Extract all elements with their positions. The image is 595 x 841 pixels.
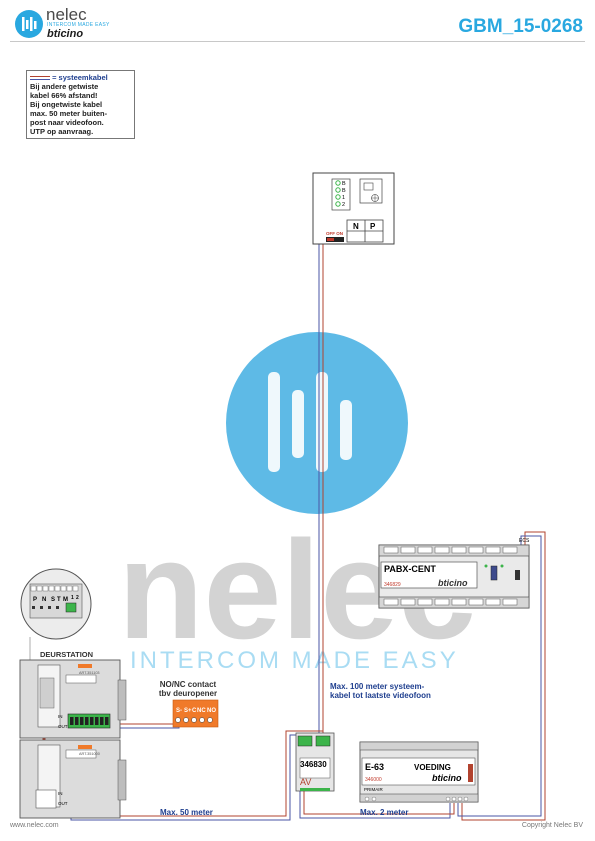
note-line: Bij andere getwiste <box>30 82 99 91</box>
psu-title: E-63 <box>365 762 384 772</box>
max100-line1: Max. 100 meter systeem- <box>330 682 425 691</box>
zoom-terminal-label: M <box>63 597 68 603</box>
header-divider <box>10 41 585 42</box>
contact-label-line2: tbv deuropener <box>158 689 218 698</box>
interface-unit: 346830 AV <box>295 732 335 792</box>
doorstation-title: DEURSTATION <box>40 650 93 659</box>
pabx-title: PABX-CENT <box>384 564 436 574</box>
psu-code: 346000 <box>365 777 382 783</box>
doorstation-unit: ART.351103 ART.351000 IN OUT IN OUT <box>19 659 127 819</box>
pabx-brand: bticino <box>438 578 468 588</box>
vp-terminal-label: 1 <box>342 195 345 201</box>
cable-label-max2: Max. 2 meter <box>360 808 409 817</box>
vp-terminal-label: B <box>342 188 346 194</box>
contact-terminal-label: NC <box>197 708 206 714</box>
note-line: Bij ongetwiste kabel <box>30 100 103 109</box>
footer-website: www.nelec.com <box>10 822 59 829</box>
zoom-terminal-label: P <box>33 597 37 603</box>
zoom-terminal-label: N <box>42 597 46 603</box>
doorstation-in-label: IN <box>58 791 63 796</box>
note-line: kabel 66% afstand! <box>30 91 98 100</box>
footer-copyright: Copyright Nelec BV <box>521 822 583 829</box>
cable-label-max50: Max. 50 meter <box>160 808 213 817</box>
zoom-terminal-label: T <box>57 597 61 603</box>
contact-terminal-label: NO <box>207 708 216 714</box>
interface-code: 346830 <box>300 760 327 769</box>
pabx-top-label: ECS <box>519 538 530 544</box>
psu-brand: bticino <box>432 773 462 783</box>
note-line: UTP op aanvraag. <box>30 127 94 136</box>
videophone-unit: B B 1 2 N P OFF ON <box>312 172 395 245</box>
vp-switch-icon <box>326 237 344 242</box>
zoom-terminal-label: 1 <box>71 595 74 601</box>
power-supply-unit: E-63 VOEDING 346000 bticino PRIMAIR <box>359 741 479 803</box>
interface-sub: AV <box>300 777 311 787</box>
contact-terminal-label: S- <box>176 708 182 714</box>
doorstation-out-label: OUT <box>58 801 68 806</box>
vp-switch-label: OFF ON <box>326 231 343 236</box>
contact-terminal-label: C <box>192 708 197 714</box>
cable-note-box: = systeemkabel Bij andere getwiste kabel… <box>26 70 135 139</box>
doorstation-art-top: ART.351103 <box>79 671 100 675</box>
note-legend-label: = systeemkabel <box>52 73 108 82</box>
system-cable-legend-icon <box>30 76 50 81</box>
doorstation-out-label: OUT <box>58 724 68 729</box>
document-code: GBM_15-0268 <box>458 16 583 37</box>
brand-tagline: INTERCOM MADE EASY <box>47 22 110 28</box>
contact-label: NO/NC contact tbv deuropener <box>148 680 228 698</box>
system-cables <box>42 208 546 821</box>
note-legend: = systeemkabel <box>30 73 131 82</box>
doorstation-in-label: IN <box>58 714 63 719</box>
doorstation-art-bottom: ART.351000 <box>79 752 100 756</box>
vp-np-label: N <box>353 222 359 231</box>
vp-terminal-label: 2 <box>342 202 345 208</box>
vp-terminal-label: B <box>342 181 346 187</box>
watermark-tagline: INTERCOM MADE EASY <box>130 647 459 674</box>
brand-name: nelec <box>46 5 87 24</box>
zoom-terminal-label: 2 <box>76 595 79 601</box>
zoom-terminal-label: S <box>51 597 55 603</box>
cable-label-max100: Max. 100 meter systeem- kabel tot laatst… <box>330 682 431 700</box>
max100-line2: kabel tot laatste videofoon <box>330 691 431 700</box>
psu-label: VOEDING <box>414 763 451 772</box>
brand-logo-icon <box>15 10 43 38</box>
psu-primary: PRIMAIR <box>364 787 384 792</box>
door-contact-unit: S- S+ C NC NO <box>172 699 219 728</box>
brand-sub: bticino <box>47 28 84 40</box>
pabx-unit: PABX-CENT 346829 bticino ECS <box>378 538 530 609</box>
note-line: max. 50 meter buiten- <box>30 109 108 118</box>
doorstation-zoom: P N S T M 1 2 <box>20 568 92 660</box>
vp-np-label: P <box>370 222 376 231</box>
pabx-code: 346829 <box>384 582 401 588</box>
contact-label-line1: NO/NC contact <box>159 680 217 689</box>
contact-terminal-label: S+ <box>184 708 192 714</box>
note-line: post naar videofoon. <box>30 118 104 127</box>
